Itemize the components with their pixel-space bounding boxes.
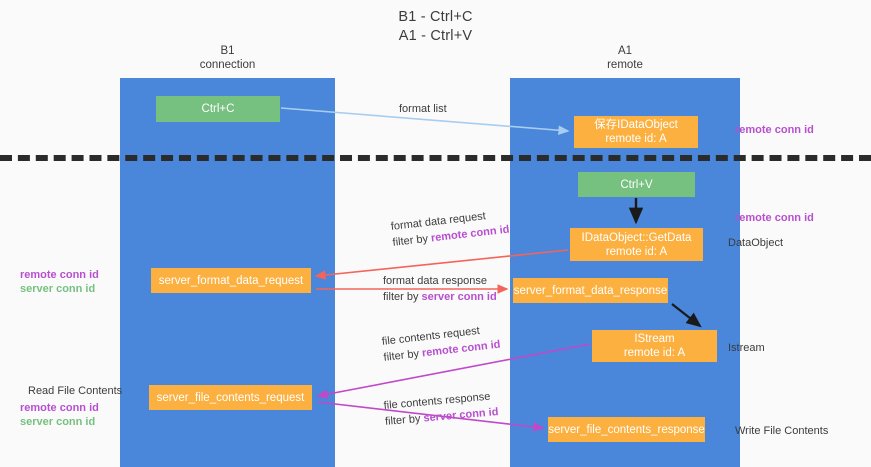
phase-divider [0,155,871,161]
filter-value-server-conn-id: server conn id [422,406,499,425]
annotation-left-conn-ids-2: remote conn id server conn id [20,401,99,429]
node-getdata-line1: IDataObject::GetData [581,231,692,244]
node-dataobject-line1: 保存IDataObject [594,119,678,131]
column-header-a1: A1 remote [510,45,740,72]
column-header-b1: B1 connection [120,45,335,72]
node-server-file-contents-request-label: server_file_contents_request [156,391,305,404]
column-b1-sub: connection [199,58,256,71]
node-ctrl-c[interactable]: Ctrl+C [156,96,280,122]
node-ctrl-v-label: Ctrl+V [620,178,653,191]
column-a1-sub: remote [607,58,643,71]
node-getdata-line2: remote id: A [605,245,668,258]
node-ctrl-v[interactable]: Ctrl+V [578,172,695,197]
annotation-right-istream: Istream [728,342,765,354]
annotation-right-write-file-contents: Write File Contents [735,425,829,437]
filter-prefix: filter by [383,347,423,364]
edge-label-format-list: format list [399,101,447,117]
annotation-right-dataobject: DataObject [728,237,784,249]
edge-label-format-data-response: format data response filter by server co… [383,273,497,305]
edge-label-file-contents-request: file contents request filter by remote c… [381,321,501,366]
node-istream-line2: remote id: A [623,347,686,359]
node-server-format-data-response-label: server_format_data_response [513,284,668,297]
column-a1-name: A1 [617,45,633,57]
node-ctrl-c-label: Ctrl+C [201,103,235,115]
filter-prefix: filter by [392,232,432,249]
annotation-left-conn-ids-1: remote conn id server conn id [20,268,99,296]
title-line-1: B1 - Ctrl+C [398,9,473,25]
title-line-2: A1 - Ctrl+V [398,28,473,44]
annotation-left-read-file-contents: Read File Contents [28,385,123,397]
annotation-left-remote-conn-id-1: remote conn id [20,269,99,281]
node-dataobject-line2: remote id: A [605,133,667,145]
node-getdata[interactable]: IDataObject::GetData remote id: A [570,228,703,261]
node-server-format-data-response[interactable]: server_format_data_response [513,278,668,303]
annotation-left-server-conn-id-1: server conn id [20,283,96,295]
edge-label-format-data-response-text: format data response [383,275,487,287]
filter-prefix: filter by [384,412,424,428]
annotation-left-server-conn-id-2: server conn id [20,416,96,428]
node-istream-line1: IStream [634,333,675,345]
node-dataobject[interactable]: 保存IDataObject remote id: A [574,116,698,148]
column-b1-name: B1 [220,45,235,57]
annotation-right-remote-conn-id-top: remote conn id [735,124,814,136]
edge-label-format-list-text: format list [399,103,447,115]
annotation-left-remote-conn-id-2: remote conn id [20,402,99,414]
filter-prefix: filter by [383,291,422,303]
edge-label-file-contents-response: file contents response filter by server … [383,388,499,430]
filter-value-server-conn-id: server conn id [421,291,497,303]
node-server-format-data-request[interactable]: server_format_data_request [151,268,311,293]
node-istream[interactable]: IStream remote id: A [592,330,717,362]
annotation-right-remote-conn-id-mid: remote conn id [735,212,814,224]
node-server-file-contents-response-label: server_file_contents_response [548,423,705,436]
diagram-title: B1 - Ctrl+C A1 - Ctrl+V [0,8,871,46]
edge-label-format-data-response-filter: filter by server conn id [383,289,497,305]
edge-label-format-data-request: format data request filter by remote con… [390,206,510,251]
node-server-file-contents-request[interactable]: server_file_contents_request [149,385,312,410]
node-server-format-data-request-label: server_format_data_request [158,274,304,287]
node-server-file-contents-response[interactable]: server_file_contents_response [548,417,705,442]
